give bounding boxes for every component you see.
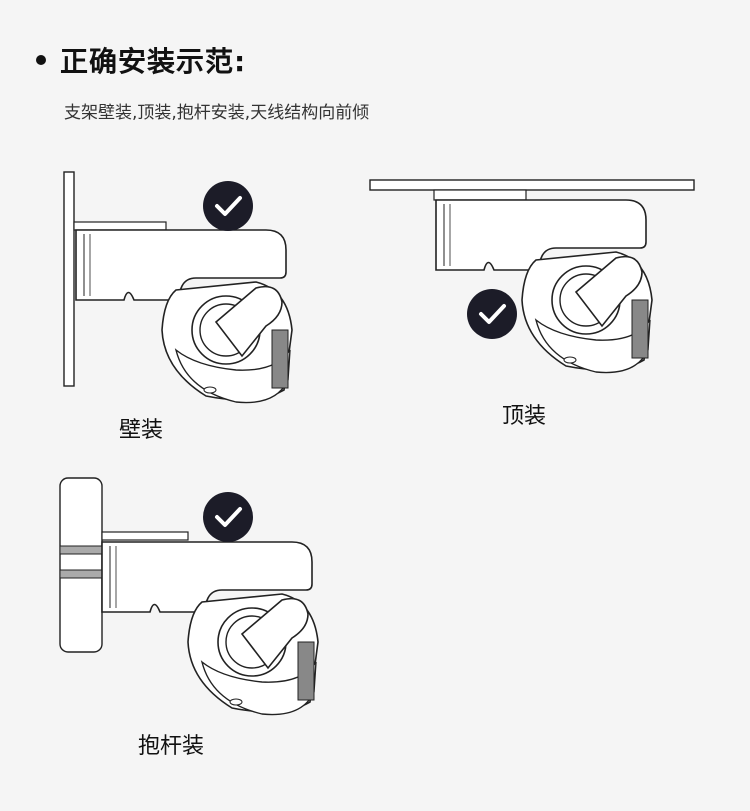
- caption-wall: 壁装: [119, 418, 164, 443]
- ceiling-surface: [369, 179, 695, 191]
- wall-camera: [75, 229, 293, 404]
- page-subtitle: 支架壁装,顶装,抱杆安装,天线结构向前倾: [64, 103, 370, 123]
- page-title: 正确安装示范:: [60, 45, 247, 78]
- pole-strap: [59, 545, 103, 555]
- check-circle-icon: [201, 179, 255, 233]
- ceiling-mount-illustration: [369, 179, 695, 374]
- pole-mount-illustration: [59, 477, 319, 716]
- mount-plate: [73, 221, 167, 231]
- wall-surface: [63, 171, 75, 387]
- mount-plate: [101, 531, 189, 541]
- ceiling-camera: [435, 199, 653, 374]
- wall-mount-illustration: [63, 171, 293, 404]
- mount-plate: [433, 189, 527, 201]
- pole: [59, 477, 103, 653]
- bullet-dot-icon: [36, 55, 46, 65]
- pole-camera: [101, 541, 319, 716]
- check-circle-icon: [465, 287, 519, 341]
- header: 正确安装示范:: [36, 40, 246, 80]
- pole-strap: [59, 569, 103, 579]
- caption-pole: 抱杆装: [138, 734, 205, 759]
- check-circle-icon: [201, 490, 255, 544]
- caption-ceiling: 顶装: [502, 404, 547, 429]
